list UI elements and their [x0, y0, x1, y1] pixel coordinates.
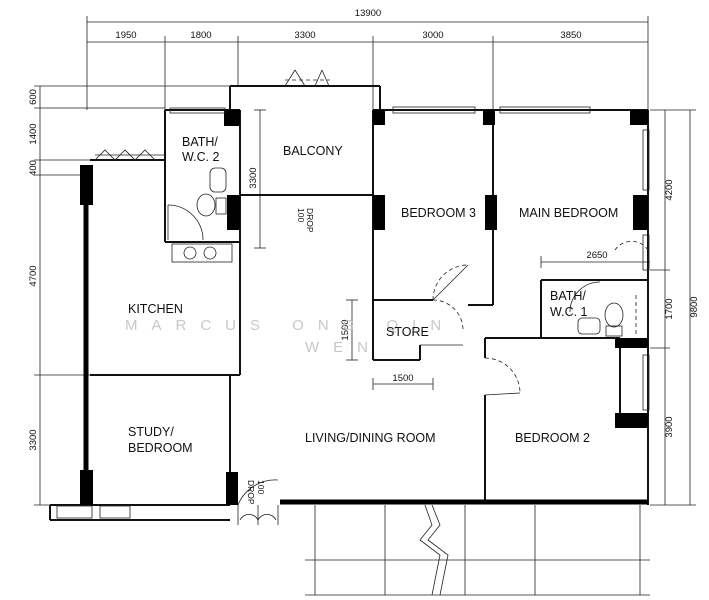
dim-right-1: 4200 — [664, 179, 675, 200]
kitchen-door — [94, 149, 165, 161]
dim-right-overall: 9800 — [689, 296, 700, 317]
bath1-fixtures — [569, 281, 637, 337]
room-label-living-dining: LIVING/DINING ROOM — [305, 431, 436, 445]
room-label-study-line2: BEDROOM — [128, 441, 193, 455]
bath2-fixtures — [167, 167, 233, 263]
room-label-store: STORE — [386, 325, 429, 339]
drop-note-a-value: 100 — [296, 208, 306, 222]
dim-top-4: 3000 — [422, 30, 443, 41]
dim-right-2: 1700 — [664, 298, 675, 319]
room-label-bedroom2: BEDROOM 2 — [515, 431, 590, 445]
room-label-bath-wc1-line1: BATH/ — [550, 289, 586, 303]
dim-overall-top: 13900 — [355, 8, 381, 19]
top-dimensions: 13900 1950 1800 3300 3000 3850 — [86, 8, 649, 110]
drop-note-a-label: DROP — [305, 208, 315, 233]
dim-left-4: 4700 — [28, 265, 39, 286]
heavy-walls — [83, 165, 648, 505]
dim-top-1: 1950 — [115, 30, 136, 41]
main-door — [237, 479, 279, 525]
dim-left-5: 3300 — [28, 429, 39, 450]
dim-right-3: 3900 — [664, 416, 675, 437]
room-label-bath-wc2-line2: W.C. 2 — [182, 150, 220, 164]
room-label-kitchen: KITCHEN — [128, 302, 183, 316]
common-corridor — [305, 504, 650, 596]
room-label-study-line1: STUDY/ — [128, 425, 174, 439]
watermark-line-1: MARCUS ONG QIN — [125, 317, 455, 334]
dim-left-3: 400 — [28, 160, 39, 176]
balcony-doors — [284, 69, 330, 87]
room-labels: BATH/ W.C. 2 BALCONY BEDROOM 3 MAIN BEDR… — [128, 135, 618, 455]
windows — [56, 106, 650, 519]
columns — [80, 110, 648, 505]
dim-store-width: 1500 — [392, 373, 413, 384]
inner-dimensions: 3300 2650 1500 1500 — [248, 109, 650, 390]
drop-notes: 100 DROP 100 DROP — [246, 208, 315, 505]
dim-top-3: 3300 — [294, 30, 315, 41]
room-label-main-bedroom: MAIN BEDROOM — [519, 206, 618, 220]
drop-note-b-value: 100 — [256, 480, 266, 494]
dim-top-5: 3850 — [560, 30, 581, 41]
dim-top-2: 1800 — [190, 30, 211, 41]
left-dimensions: 600 1400 400 4700 3300 — [28, 85, 230, 506]
room-label-bedroom3: BEDROOM 3 — [401, 206, 476, 220]
dim-left-2: 1400 — [28, 123, 39, 144]
room-label-bath-wc1-line2: W.C. 1 — [550, 305, 588, 319]
dim-bath2-width: 2650 — [586, 250, 607, 261]
dim-balcony-depth: 3300 — [248, 167, 259, 188]
drop-note-b-label: DROP — [246, 480, 256, 505]
dim-left-1: 600 — [28, 89, 39, 105]
watermark-line-2: WEN — [305, 339, 382, 356]
door-swings — [420, 240, 649, 396]
room-label-bath-wc2-line1: BATH/ — [182, 135, 218, 149]
right-dimensions: 4200 1700 3900 9800 — [650, 109, 700, 506]
dim-store-depth: 1500 — [340, 319, 351, 340]
room-label-balcony: BALCONY — [283, 144, 343, 158]
